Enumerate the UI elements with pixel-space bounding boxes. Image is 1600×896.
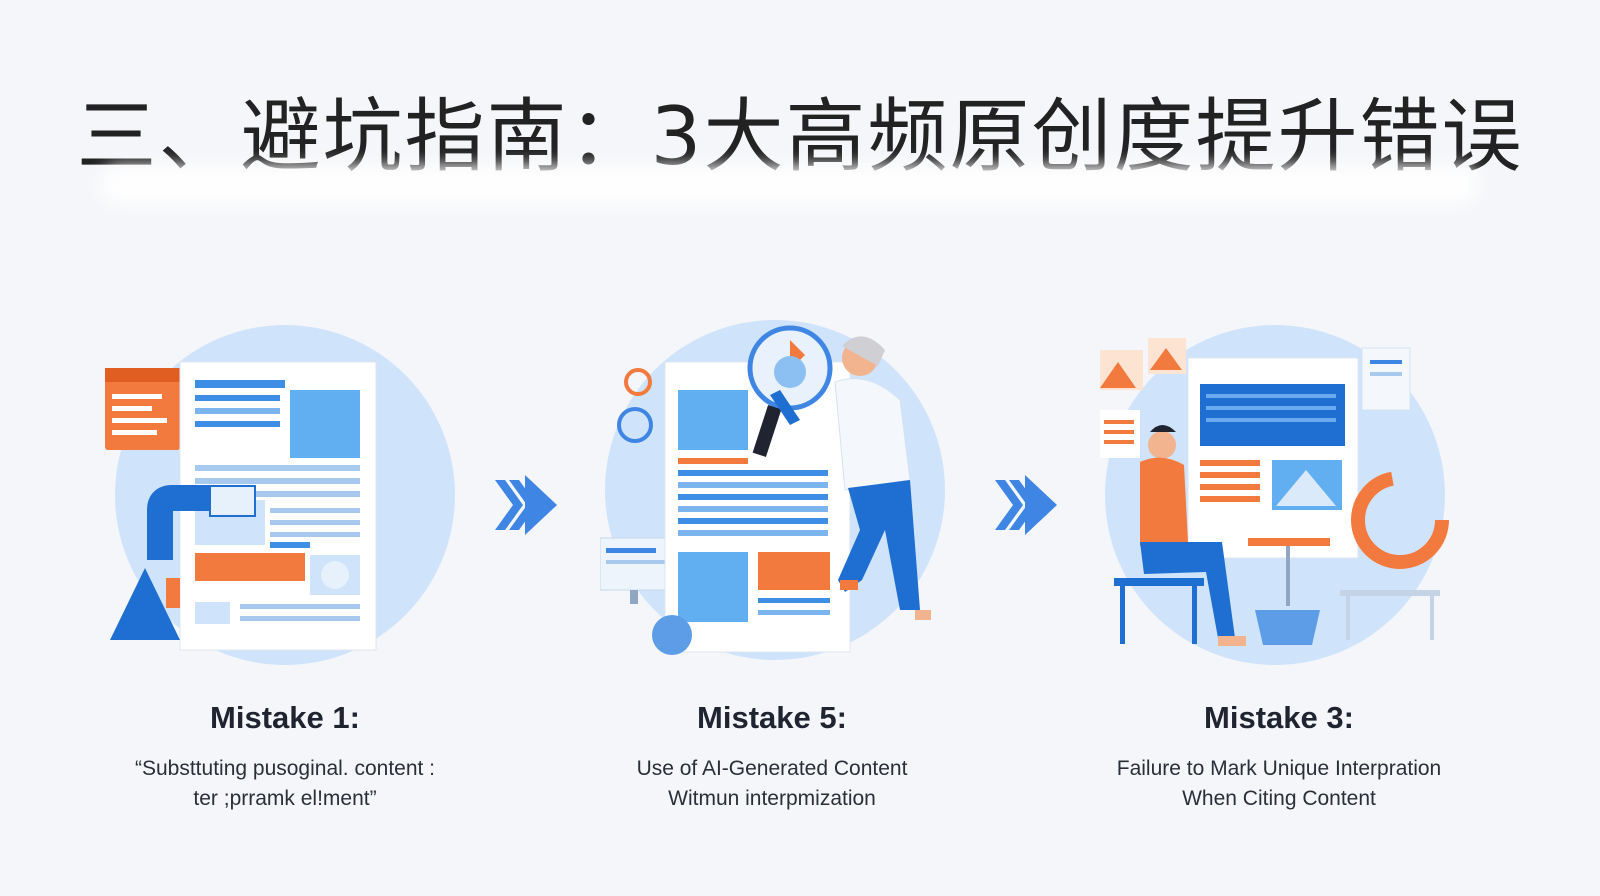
mistake-1-desc-line-2: ter ;prramk el!ment” [193,787,377,810]
mistake-5-desc-line-1: Use of AI-Generated Content [636,757,908,780]
mistake-5-illustration [600,310,980,690]
mistake-5-desc-line-2: Witmun interpmization [668,787,876,810]
mistake-3-desc-line-1: Failure to Mark Unique Interpration [1116,757,1442,780]
double-chevron-right-icon [995,475,1057,535]
double-chevron-right-icon [495,475,557,535]
mistake-5-heading: Mistake 5: [697,700,847,735]
mistake-3-illustration [1100,310,1480,690]
blurred-subtitle-strip [100,165,1480,205]
mistake-1-heading: Mistake 1: [210,700,360,735]
mistake-3-desc-line-2: When Citing Content [1182,787,1376,810]
mistake-5-caption: Mistake 5: Use of AI-Generated Content W… [552,700,992,814]
mistake-1-caption: Mistake 1: “Substtuting pusoginal. conte… [65,700,505,814]
mistake-1-desc-line-1: “Substtuting pusoginal. content : [134,757,436,780]
mistake-3-heading: Mistake 3: [1204,700,1354,735]
mistake-3-caption: Mistake 3: Failure to Mark Unique Interp… [1059,700,1499,814]
mistake-1-illustration [100,310,480,690]
